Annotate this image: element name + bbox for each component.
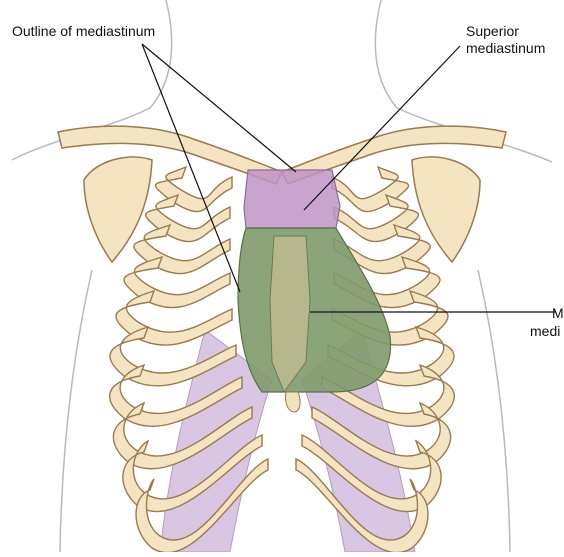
middle-mediastinum-label-line1: M bbox=[552, 305, 564, 321]
outline-of-mediastinum-label: Outline of mediastinum bbox=[12, 23, 155, 39]
xiphoid-process bbox=[285, 392, 300, 412]
left-torso-line bbox=[60, 270, 92, 552]
superior-mediastinum-label-line2: mediastinum bbox=[466, 40, 545, 56]
superior-mediastinum-label-line1: Superior bbox=[466, 23, 519, 39]
middle-mediastinum-region bbox=[238, 228, 391, 392]
superior-mediastinum-region bbox=[244, 170, 340, 228]
middle-mediastinum-label-line2: medi bbox=[530, 323, 560, 339]
